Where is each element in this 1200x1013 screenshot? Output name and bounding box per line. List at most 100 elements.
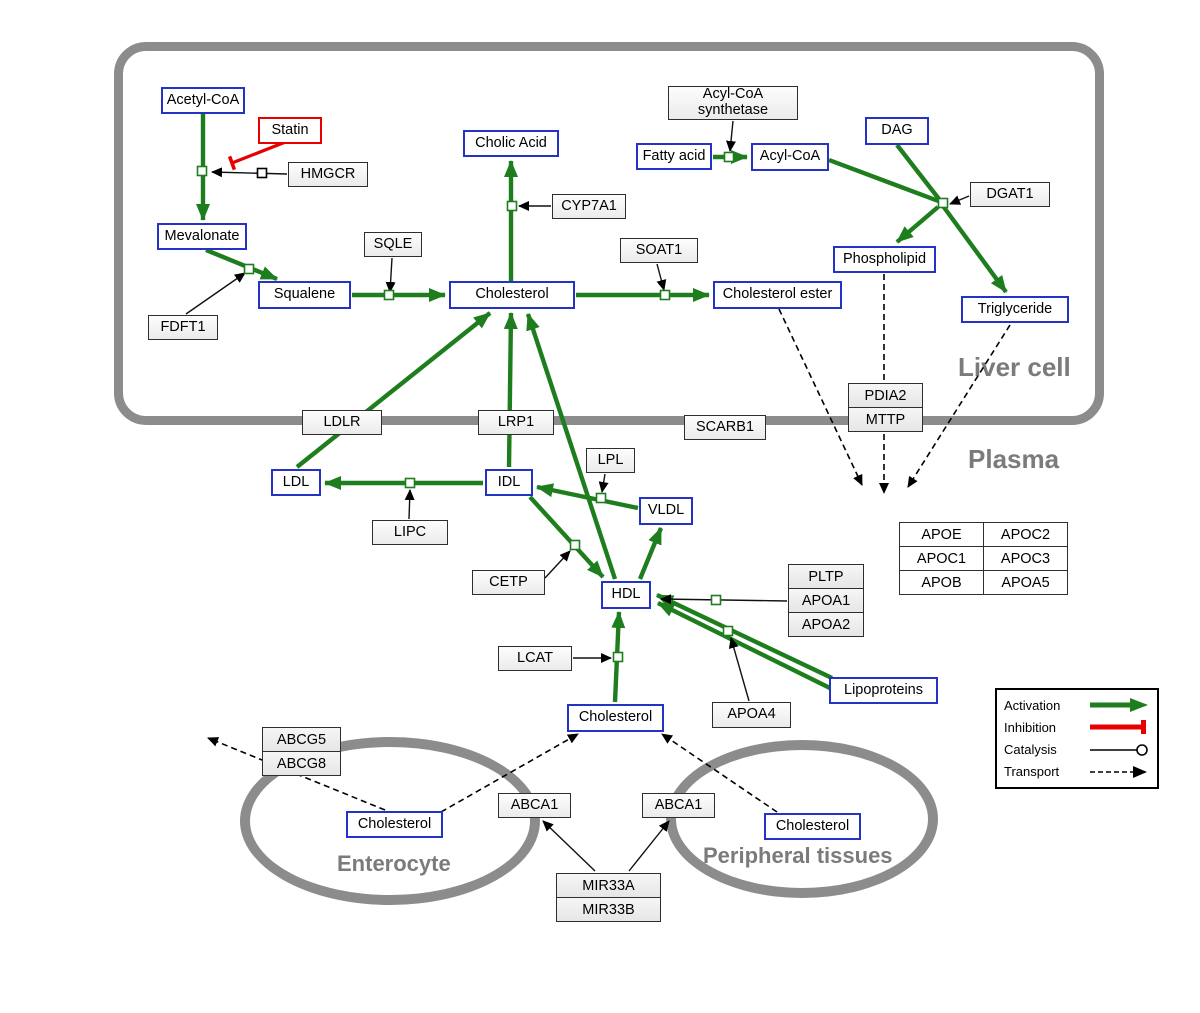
catalysis-cetp xyxy=(544,550,571,579)
inhibition-statin-hmgcr xyxy=(231,139,289,165)
anchor-lipc xyxy=(404,477,416,489)
catalysis-dgat1 xyxy=(949,195,970,205)
node-ldlr[interactable]: LDLR xyxy=(302,410,382,435)
node-mevalonate[interactable]: Mevalonate xyxy=(157,223,247,250)
catalysis-lpl xyxy=(598,473,609,493)
edge-mir33-abca1-right xyxy=(628,820,670,872)
node-cholesterol-ester[interactable]: Cholesterol ester xyxy=(713,281,842,309)
transport-enterocyte-cholesterol-plasma xyxy=(440,733,579,813)
node-dag[interactable]: DAG xyxy=(865,117,929,145)
pltp-apoa-stack: PLTP APOA1 APOA2 xyxy=(788,564,864,637)
activation-arrow-icon xyxy=(1090,698,1148,713)
node-pdia2[interactable]: PDIA2 xyxy=(848,383,923,408)
node-acyl-coa-synthetase[interactable]: Acyl-CoA synthetase xyxy=(668,86,798,120)
catalysis-sqle xyxy=(385,257,396,293)
node-apoa4[interactable]: APOA4 xyxy=(712,702,791,728)
anchor-soat1 xyxy=(659,289,671,301)
inhibition-tee-icon xyxy=(1090,720,1146,735)
node-acyl-coa[interactable]: Acyl-CoA xyxy=(751,143,829,171)
transport-peripheral-cholesterol-plasma xyxy=(661,733,778,813)
node-apoa5[interactable]: APOA5 xyxy=(983,570,1068,595)
inhibition-edges xyxy=(227,139,289,171)
anchor-statin-junction xyxy=(256,167,268,179)
node-mir33b[interactable]: MIR33B xyxy=(556,897,661,922)
acyl-coa-synthetase-line2: synthetase xyxy=(697,102,769,118)
anchor-cetp xyxy=(569,539,581,551)
anchor-lpl xyxy=(595,492,607,504)
node-triglyceride[interactable]: Triglyceride xyxy=(961,296,1069,323)
node-abca1-right[interactable]: ABCA1 xyxy=(642,793,715,818)
liver-cell-membrane xyxy=(114,42,1104,425)
edge-vldl-idl xyxy=(536,483,639,511)
node-lcat[interactable]: LCAT xyxy=(498,646,572,671)
node-cetp[interactable]: CETP xyxy=(472,570,545,595)
legend: Activation Inhibition Catalysis Transpor… xyxy=(995,688,1159,789)
anchor-sqle xyxy=(383,289,395,301)
enterocyte-membrane xyxy=(240,737,540,905)
node-acetyl-coa[interactable]: Acetyl-CoA xyxy=(161,87,245,114)
edge-idl-cholesterol-via-lrp1 xyxy=(503,312,518,468)
node-cholic-acid[interactable]: Cholic Acid xyxy=(463,130,559,157)
edge-lipoproteins-hdl-upper xyxy=(656,593,833,680)
node-squalene[interactable]: Squalene xyxy=(258,281,351,309)
transport-triglyceride-plasma xyxy=(907,324,1011,488)
node-mir33a[interactable]: MIR33A xyxy=(556,873,661,898)
activation-edges xyxy=(196,114,1008,703)
node-vldl[interactable]: VLDL xyxy=(639,497,693,525)
node-apoa1[interactable]: APOA1 xyxy=(788,588,864,613)
node-cholesterol-liver[interactable]: Cholesterol xyxy=(449,281,575,309)
edge-dgatnode-phospholipid xyxy=(895,205,940,244)
node-cyp7a1[interactable]: CYP7A1 xyxy=(552,194,626,219)
catalysis-lipc xyxy=(404,489,415,520)
edge-dag-dgat-node xyxy=(895,143,941,201)
anchor-cyp7a1 xyxy=(506,200,518,212)
node-cholesterol-enterocyte[interactable]: Cholesterol xyxy=(346,811,443,838)
node-sqle[interactable]: SQLE xyxy=(364,232,422,257)
catalysis-circle-icon xyxy=(1090,743,1148,756)
node-cholesterol-plasma[interactable]: Cholesterol xyxy=(567,704,664,732)
node-fdft1[interactable]: FDFT1 xyxy=(148,315,218,340)
node-hdl[interactable]: HDL xyxy=(601,581,651,609)
node-abca1-left[interactable]: ABCA1 xyxy=(498,793,571,818)
transport-edges xyxy=(207,274,1011,813)
node-lipoproteins[interactable]: Lipoproteins xyxy=(829,677,938,704)
node-lipc[interactable]: LIPC xyxy=(372,520,448,545)
node-pltp[interactable]: PLTP xyxy=(788,564,864,589)
node-statin[interactable]: Statin xyxy=(258,117,322,144)
anchor-dgat1 xyxy=(937,197,949,209)
node-ldl[interactable]: LDL xyxy=(271,469,321,496)
acyl-coa-synthetase-line1: Acyl-CoA xyxy=(702,86,764,103)
node-idl[interactable]: IDL xyxy=(485,469,533,496)
node-mttp[interactable]: MTTP xyxy=(848,407,923,432)
node-soat1[interactable]: SOAT1 xyxy=(620,238,698,263)
anchor-apoa4 xyxy=(722,625,734,637)
node-fatty-acid[interactable]: Fatty acid xyxy=(636,143,712,170)
catalysis-acyl-coa-synthetase xyxy=(726,120,736,152)
plasma-label: Plasma xyxy=(968,444,1060,474)
node-phospholipid[interactable]: Phospholipid xyxy=(833,246,936,273)
catalysis-soat1 xyxy=(656,263,667,291)
edge-ldl-cholesterol-via-ldlr xyxy=(295,311,492,469)
node-apoc2[interactable]: APOC2 xyxy=(983,522,1068,547)
node-cholesterol-peripheral[interactable]: Cholesterol xyxy=(764,813,861,840)
node-apoe[interactable]: APOE xyxy=(899,522,984,547)
node-lpl[interactable]: LPL xyxy=(586,448,635,473)
pdia2-mttp-stack: PDIA2 MTTP xyxy=(848,383,923,432)
node-dgat1[interactable]: DGAT1 xyxy=(970,182,1050,207)
node-abcg5[interactable]: ABCG5 xyxy=(262,727,341,752)
node-apoa2[interactable]: APOA2 xyxy=(788,612,864,637)
edge-hdl-vldl xyxy=(637,527,664,580)
catalysis-apoa4 xyxy=(728,637,750,702)
node-lrp1[interactable]: LRP1 xyxy=(478,410,554,435)
node-scarb1[interactable]: SCARB1 xyxy=(684,415,766,440)
legend-catalysis-label: Catalysis xyxy=(1004,742,1057,758)
legend-row-inhibition: Inhibition xyxy=(1004,719,1150,735)
node-abcg8[interactable]: ABCG8 xyxy=(262,751,341,776)
node-hmgcr[interactable]: HMGCR xyxy=(288,162,368,187)
node-apoc1[interactable]: APOC1 xyxy=(899,546,984,571)
node-apoc3[interactable]: APOC3 xyxy=(983,546,1068,571)
mir33-stack: MIR33A MIR33B xyxy=(556,873,661,922)
node-apob[interactable]: APOB xyxy=(899,570,984,595)
